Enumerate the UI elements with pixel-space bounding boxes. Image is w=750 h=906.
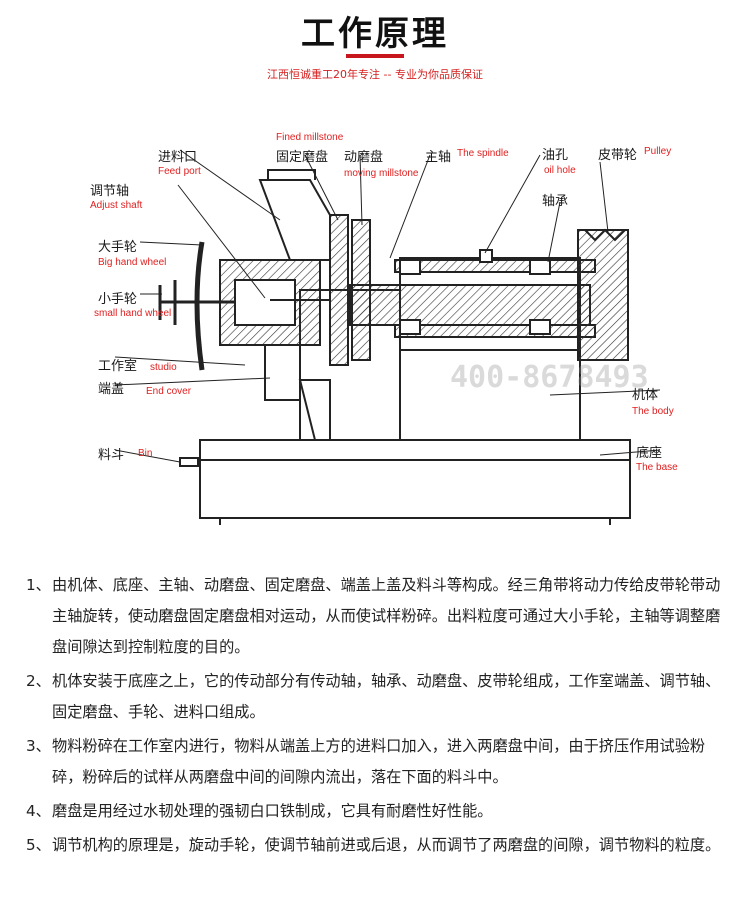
label-small-wheel-en: small hand wheel bbox=[94, 308, 172, 319]
label-studio-en: studio bbox=[150, 362, 177, 373]
machine-diagram: Fined millstone 进料口 Feed port 固定磨盘 动磨盘 m… bbox=[30, 110, 730, 550]
item-number: 1、 bbox=[26, 576, 51, 594]
label-big-wheel-cn: 大手轮 bbox=[98, 240, 138, 255]
page-title: 工作原理 bbox=[301, 14, 449, 54]
description-item: 4、 磨盘是用经过水韧处理的强韧白口铁制成，它具有耐磨性好性能。 bbox=[26, 796, 726, 827]
label-spindle-cn: 主轴 bbox=[425, 150, 452, 165]
label-studio-cn: 工作室 bbox=[98, 359, 138, 374]
label-pulley-cn: 皮带轮 bbox=[598, 148, 638, 163]
label-bin-en: Bin bbox=[138, 448, 153, 459]
page-subtitle: 江西恒诚重工20年专注 -- 专业为你品质保证 bbox=[267, 68, 483, 81]
description-item: 5、 调节机构的原理是，旋动手轮，使调节轴前进或后退，从而调节了两磨盘的间隙，调… bbox=[26, 830, 726, 861]
label-spindle-en: The spindle bbox=[457, 148, 509, 159]
title-underline bbox=[346, 54, 404, 58]
label-feed-port-cn: 进料口 bbox=[158, 150, 198, 165]
item-number: 4、 bbox=[26, 802, 51, 820]
label-small-wheel-cn: 小手轮 bbox=[98, 292, 138, 307]
item-number: 3、 bbox=[26, 737, 51, 755]
label-moving-disc-en: moving millstone bbox=[344, 168, 419, 179]
item-text: 调节机构的原理是，旋动手轮，使调节轴前进或后退，从而调节了两磨盘的间隙，调节物料… bbox=[52, 836, 721, 854]
machine-drawing bbox=[114, 149, 661, 525]
item-text: 物料粉碎在工作室内进行，物料从端盖上方的进料口加入，进入两磨盘中间，由于挤压作用… bbox=[52, 737, 706, 786]
item-text: 由机体、底座、主轴、动磨盘、固定磨盘、端盖上盖及料斗等构成。经三角带将动力传给皮… bbox=[52, 576, 721, 656]
label-fixed-disc-cn: 固定磨盘 bbox=[276, 150, 329, 165]
label-base-en: The base bbox=[636, 462, 678, 473]
label-bin-cn: 料斗 bbox=[98, 448, 125, 463]
label-pulley-en: Pulley bbox=[644, 146, 672, 157]
description-item: 3、 物料粉碎在工作室内进行，物料从端盖上方的进料口加入，进入两磨盘中间，由于挤… bbox=[26, 731, 726, 793]
label-big-wheel-en: Big hand wheel bbox=[98, 257, 167, 268]
item-number: 5、 bbox=[26, 836, 51, 854]
phone-watermark: 400-8678493 bbox=[450, 360, 649, 395]
label-end-cover-cn: 端盖 bbox=[98, 382, 125, 397]
description-list: 1、 由机体、底座、主轴、动磨盘、固定磨盘、端盖上盖及料斗等构成。经三角带将动力… bbox=[26, 570, 726, 864]
label-body-cn: 机体 bbox=[632, 388, 659, 403]
label-adjust-shaft-en: Adjust shaft bbox=[90, 200, 143, 211]
description-item: 1、 由机体、底座、主轴、动磨盘、固定磨盘、端盖上盖及料斗等构成。经三角带将动力… bbox=[26, 570, 726, 663]
label-feed-port-en: Feed port bbox=[158, 166, 201, 177]
label-moving-disc-cn: 动磨盘 bbox=[344, 150, 384, 165]
description-item: 2、 机体安装于底座之上，它的传动部分有传动轴，轴承、动磨盘、皮带轮组成，工作室… bbox=[26, 666, 726, 728]
item-text: 机体安装于底座之上，它的传动部分有传动轴，轴承、动磨盘、皮带轮组成，工作室端盖、… bbox=[52, 672, 721, 721]
label-bearing-cn: 轴承 bbox=[542, 194, 569, 209]
label-oil-hole-cn: 油孔 bbox=[542, 148, 569, 163]
label-end-cover-en: End cover bbox=[146, 386, 192, 397]
item-number: 2、 bbox=[26, 672, 51, 690]
label-fined-millstone-en: Fined millstone bbox=[276, 132, 344, 143]
label-base-cn: 底座 bbox=[636, 446, 663, 461]
label-adjust-shaft-cn: 调节轴 bbox=[90, 184, 130, 199]
label-body-en: The body bbox=[632, 406, 674, 417]
label-oil-hole-en: oil hole bbox=[544, 165, 576, 176]
item-text: 磨盘是用经过水韧处理的强韧白口铁制成，它具有耐磨性好性能。 bbox=[52, 802, 493, 820]
